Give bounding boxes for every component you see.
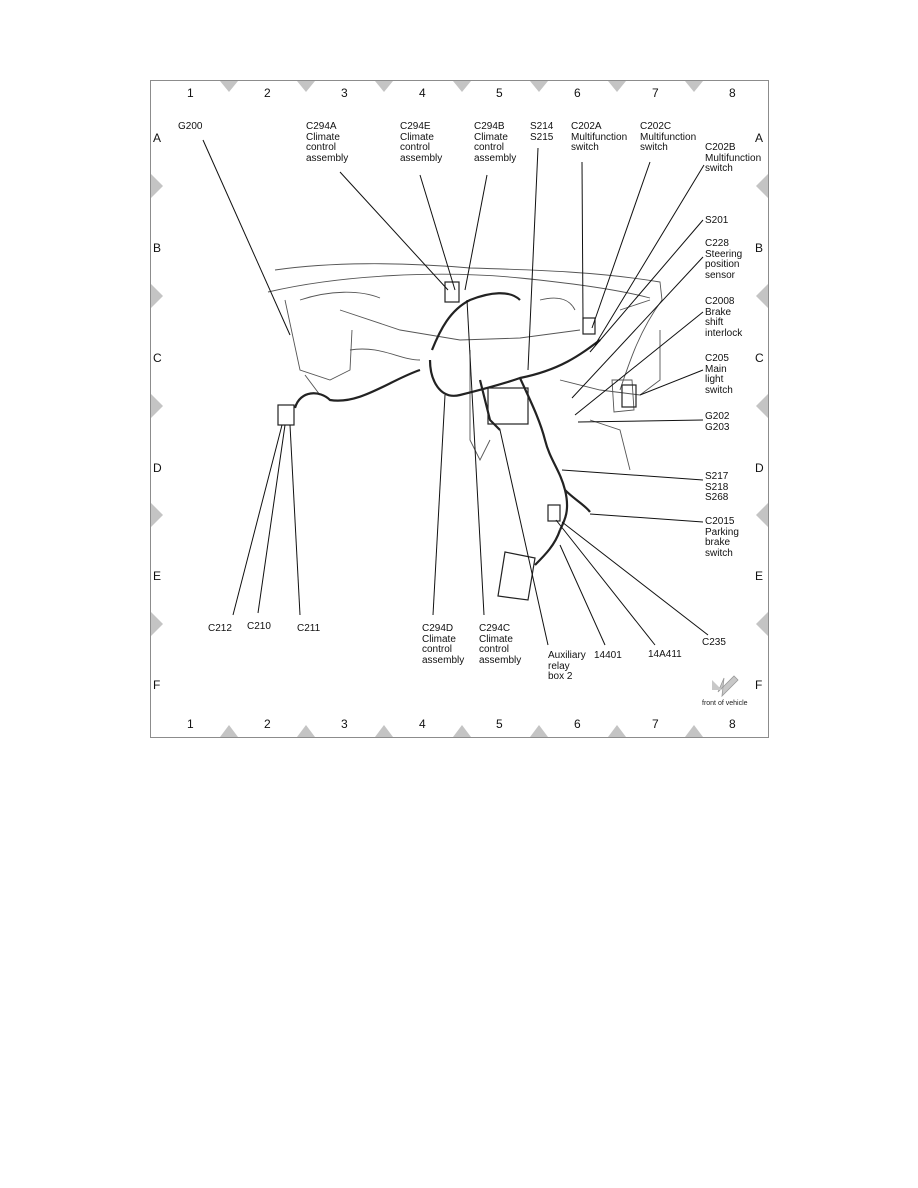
main-light-switch — [621, 384, 637, 408]
label-front-of-vehicle: front of vehicle — [702, 700, 748, 707]
label-c294d: C294D Climate control assembly — [422, 623, 465, 666]
grid-marker-bottom-6 — [608, 725, 626, 737]
climate-connector — [444, 281, 460, 303]
grid-row-left-D: D — [153, 461, 162, 475]
leader-lines — [202, 139, 709, 646]
grid-marker-bottom-4 — [453, 725, 471, 737]
label-c202c: C202C Multifunction switch — [640, 121, 697, 153]
grid-marker-left-3 — [151, 394, 163, 418]
grid-marker-bottom-3 — [375, 725, 393, 737]
grid-marker-top-4 — [453, 81, 471, 92]
grid-row-left-B: B — [153, 241, 162, 255]
grid-col-bottom-8: 8 — [729, 717, 736, 731]
grid-marker-left-5 — [151, 612, 163, 636]
label-14401: 14401 — [594, 650, 622, 661]
label-14a411: 14A411 — [648, 649, 682, 660]
label-c294c: C294C Climate control assembly — [479, 623, 522, 666]
front-of-vehicle-arrow-icon — [712, 675, 739, 698]
grid-marker-bottom-2 — [297, 725, 315, 737]
label-c228: C228 Steering position sensor — [705, 238, 743, 281]
label-s217-s218-s268: S217 S218 S268 — [705, 471, 729, 503]
connector-c202a — [582, 317, 596, 335]
components — [277, 281, 637, 601]
relay-cluster — [487, 387, 529, 425]
grid-marker-left-1 — [151, 174, 163, 198]
grid-marker-bottom-5 — [530, 725, 548, 737]
grid-col-bottom-4: 4 — [419, 717, 426, 731]
label-c202b: C202B Multifunction switch — [705, 142, 762, 174]
grid-marker-top-5 — [530, 81, 548, 92]
grid-row-left-E: E — [153, 569, 162, 583]
grid-col-bottom-2: 2 — [264, 717, 271, 731]
grid-col-bottom-6: 6 — [574, 717, 581, 731]
dashboard-drawing — [267, 263, 663, 471]
grid-marker-top-3 — [375, 81, 393, 92]
grid-col-top-4: 4 — [419, 86, 426, 100]
auxiliary-relay-box — [497, 551, 536, 601]
grid-row-left-F: F — [153, 678, 161, 692]
grid-markers — [151, 81, 768, 737]
grid-col-top-8: 8 — [729, 86, 736, 100]
grid-col-top-2: 2 — [264, 86, 271, 100]
grid-col-top-5: 5 — [496, 86, 503, 100]
grid-marker-right-4 — [756, 503, 768, 527]
grid-marker-right-5 — [756, 612, 768, 636]
grid-marker-bottom-7 — [685, 725, 703, 737]
label-s214-s215: S214 S215 — [530, 121, 554, 143]
connector-c235 — [547, 504, 561, 522]
diagram-frame — [150, 80, 769, 738]
label-c294b: C294B Climate control assembly — [474, 121, 517, 164]
label-s201: S201 — [705, 215, 729, 226]
label-g200: G200 — [178, 121, 203, 132]
grid-col-top-7: 7 — [652, 86, 659, 100]
grid-row-right-B: B — [755, 241, 764, 255]
grid-row-right-D: D — [755, 461, 764, 475]
grid-marker-top-7 — [685, 81, 703, 92]
label-c294e: C294E Climate control assembly — [400, 121, 443, 164]
grid-marker-bottom-1 — [220, 725, 238, 737]
grid-col-top-6: 6 — [574, 86, 581, 100]
grid-marker-top-2 — [297, 81, 315, 92]
label-c2015: C2015 Parking brake switch — [705, 516, 739, 559]
label-c2008: C2008 Brake shift interlock — [705, 296, 743, 339]
connector-c212 — [277, 404, 295, 426]
grid-row-right-E: E — [755, 569, 764, 583]
grid-row-left-A: A — [153, 131, 162, 145]
label-c211: C211 — [297, 623, 321, 634]
grid-marker-top-1 — [220, 81, 238, 92]
label-auxiliary-relay-box-2: Auxiliary relay box 2 — [548, 650, 586, 682]
label-c235: C235 — [702, 637, 726, 648]
grid-row-right-C: C — [755, 351, 764, 365]
label-c212: C212 — [208, 623, 232, 634]
label-c294a: C294A Climate control assembly — [306, 121, 349, 164]
grid-row-left-C: C — [153, 351, 162, 365]
grid-marker-right-1 — [756, 174, 768, 198]
grid-marker-top-6 — [608, 81, 626, 92]
grid-col-bottom-1: 1 — [187, 717, 194, 731]
grid-marker-right-2 — [756, 284, 768, 308]
grid-marker-right-3 — [756, 394, 768, 418]
label-g202-g203: G202 G203 — [705, 411, 730, 433]
grid-col-top-3: 3 — [341, 86, 348, 100]
wiring-harness — [293, 292, 601, 566]
grid-marker-left-4 — [151, 503, 163, 527]
grid-col-top-1: 1 — [187, 86, 194, 100]
grid-row-right-A: A — [755, 131, 764, 145]
grid-col-bottom-3: 3 — [341, 717, 348, 731]
label-c205: C205 Main light switch — [705, 353, 733, 396]
grid-row-right-F: F — [755, 678, 763, 692]
grid-marker-left-2 — [151, 284, 163, 308]
grid-col-bottom-5: 5 — [496, 717, 503, 731]
label-c202a: C202A Multifunction switch — [571, 121, 628, 153]
grid-col-bottom-7: 7 — [652, 717, 659, 731]
label-c210: C210 — [247, 621, 271, 632]
